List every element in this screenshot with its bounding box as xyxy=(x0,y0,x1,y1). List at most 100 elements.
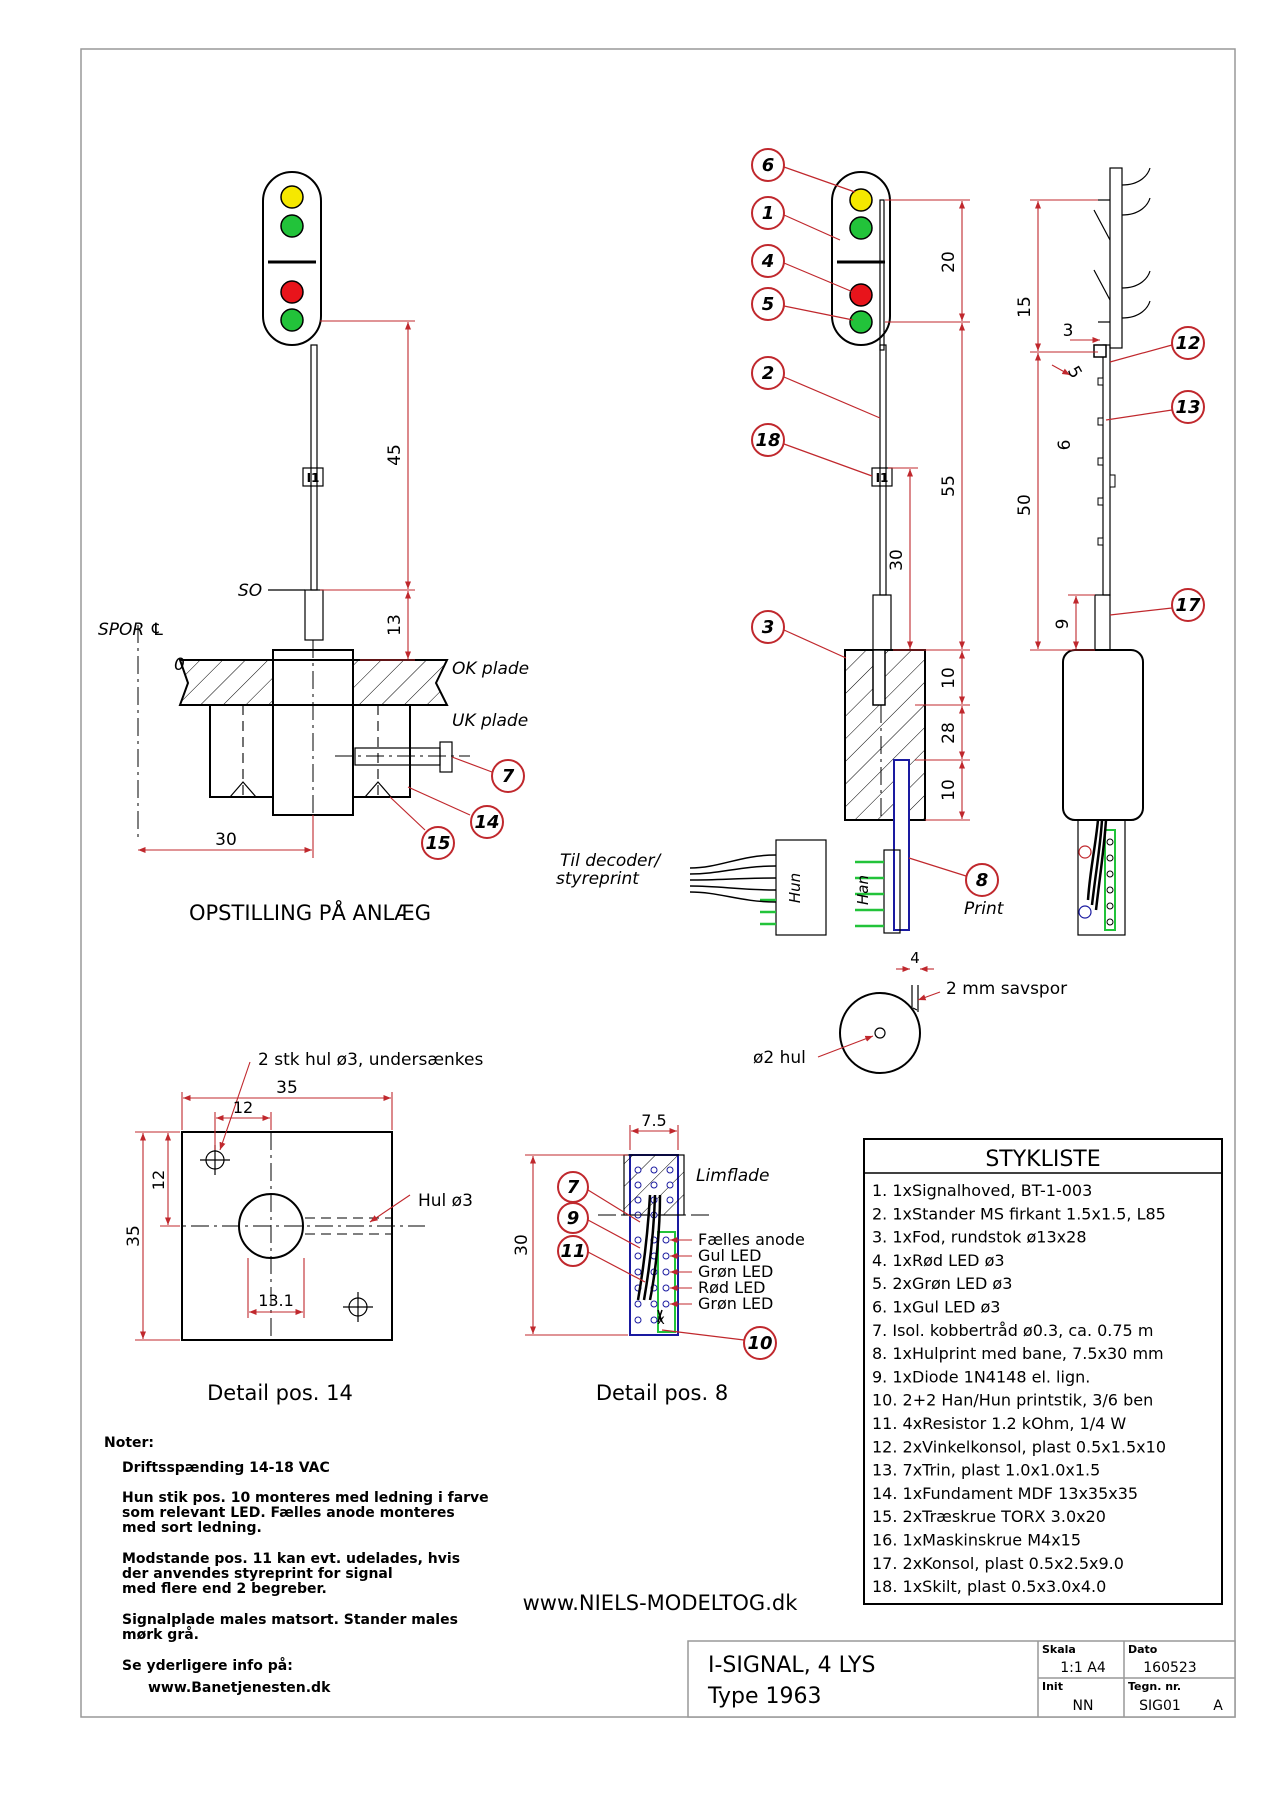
red-led-mid xyxy=(849,283,873,307)
parts-list-item: 9. 1xDiode 1N4148 el. lign. xyxy=(872,1367,1090,1386)
drawing-no-label: Tegn. nr. xyxy=(1128,1680,1181,1693)
note-1: Driftsspænding 14-18 VAC xyxy=(122,1460,330,1476)
hole3-label: Hul ø3 xyxy=(418,1191,473,1211)
dim-15: 15 xyxy=(1015,296,1035,318)
green-led-label-2: Grøn LED xyxy=(698,1294,773,1313)
dim-55: 55 xyxy=(939,475,959,497)
foot-section-view: 4 2 mm savspor ø2 hul xyxy=(753,949,1067,1074)
scale-label: Skala xyxy=(1042,1643,1076,1656)
han-connector xyxy=(883,849,901,934)
callout-17: 17 xyxy=(1175,595,1201,616)
dim-3: 3 xyxy=(1063,321,1074,341)
dim-30-mid: 30 xyxy=(887,549,907,571)
parts-list-item: 13. 7xTrin, plast 1.0x1.0x1.5 xyxy=(872,1461,1100,1480)
han-label: Han xyxy=(854,875,872,905)
parts-list-item: 18. 1xSkilt, plast 0.5x3.0x4.0 xyxy=(872,1577,1106,1596)
dim-20: 20 xyxy=(939,251,959,273)
detail-8-title: Detail pos. 8 xyxy=(596,1381,728,1405)
dim-13-1: 13.1 xyxy=(258,1291,294,1310)
dim-45: 45 xyxy=(385,444,405,466)
note-3a: Modstande pos. 11 kan evt. udelades, hvi… xyxy=(122,1551,460,1567)
note-4a: Signalplade males matsort. Stander males xyxy=(122,1612,458,1628)
x-mark: x xyxy=(657,1313,665,1328)
dim-30-left: 30 xyxy=(215,830,237,850)
parts-list-item: 3. 1xFod, rundstok ø13x28 xyxy=(872,1228,1087,1247)
dim-6: 6 xyxy=(1055,440,1075,451)
setup-title: OPSTILLING PÅ ANLÆG xyxy=(189,899,431,925)
note-5a: Se yderligere info på: xyxy=(122,1657,293,1674)
detail-8-view: x Limflade Fælles anode Gul LED Grøn LED… xyxy=(512,1111,805,1405)
signal-head-mid xyxy=(831,171,891,346)
dim-4: 4 xyxy=(910,949,920,967)
note-2b: som relevant LED. Fælles anode monteres xyxy=(122,1505,455,1521)
notes-heading: Noter: xyxy=(104,1435,154,1451)
dim-28: 28 xyxy=(939,722,959,744)
callout-10: 10 xyxy=(747,1333,772,1354)
green-led-left-bottom xyxy=(280,308,304,332)
decoder-label-2: styreprint xyxy=(556,869,640,889)
callout-16: 7 xyxy=(502,766,515,787)
parts-list-item: 2. 1xStander MS firkant 1.5x1.5, L85 xyxy=(872,1204,1166,1223)
setup-view: I1 SPOR ℄ 0 SO OK plade UK plade 45 1 xyxy=(98,171,529,925)
note-4b: mørk grå. xyxy=(122,1626,199,1643)
callout-1: 1 xyxy=(762,203,775,224)
parts-list-item: 8. 1xHulprint med bane, 7.5x30 mm xyxy=(872,1344,1164,1363)
print-board-mid xyxy=(893,759,910,931)
scale-value: 1:1 A4 xyxy=(1060,1660,1106,1676)
common-anode-label: Fælles anode xyxy=(698,1230,805,1249)
callout-6: 6 xyxy=(762,155,775,176)
signal-front-view: I1 Han Hun Til decoder/ xyxy=(556,148,1005,936)
sign-left xyxy=(302,467,324,487)
holes-note: 2 stk hul ø3, undersænkes xyxy=(258,1050,484,1070)
hun-connector xyxy=(775,839,827,936)
parts-list-item: 12. 2xVinkelkonsol, plast 0.5x1.5x10 xyxy=(872,1437,1166,1456)
callout-8: 8 xyxy=(976,870,989,891)
parts-list-item: 6. 1xGul LED ø3 xyxy=(872,1298,1000,1317)
decoder-label-1: Til decoder/ xyxy=(560,851,662,871)
hole2-label: ø2 hul xyxy=(753,1048,806,1068)
parts-list-heading: STYKLISTE xyxy=(985,1147,1100,1172)
note-2a: Hun stik pos. 10 monteres med ledning i … xyxy=(122,1490,489,1506)
title-block: I-SIGNAL, 4 LYS Type 1963 Skala 1:1 A4 D… xyxy=(687,1640,1236,1718)
foundation-plate xyxy=(181,1131,393,1341)
dim-35-top: 35 xyxy=(276,1078,298,1098)
parts-list-item: 4. 1xRød LED ø3 xyxy=(872,1251,1005,1270)
callout-2: 2 xyxy=(762,363,775,384)
website: www.NIELS-MODELTOG.dk xyxy=(523,1591,799,1615)
signal-side-view: 15 3 5 6 50 9 12 13 17 xyxy=(1015,167,1205,936)
bottom-plate-label: UK plade xyxy=(452,711,528,731)
mast-mid xyxy=(879,344,887,596)
note-3b: der anvendes styreprint for signal xyxy=(122,1566,393,1582)
callout-9: 9 xyxy=(567,1208,580,1229)
so-label: SO xyxy=(238,581,262,601)
glue-face-label: Limflade xyxy=(696,1166,769,1186)
dim-7-5: 7.5 xyxy=(641,1111,666,1130)
parts-list-item: 17. 2xKonsol, plast 0.5x2.5x9.0 xyxy=(872,1554,1124,1573)
parts-list-item: 5. 2xGrøn LED ø3 xyxy=(872,1274,1012,1293)
parts-list-item: 11. 4xResistor 1.2 kOhm, 1/4 W xyxy=(872,1414,1126,1433)
init-value: NN xyxy=(1073,1698,1094,1714)
parts-list-frame xyxy=(863,1138,1223,1605)
parts-list-item: 7. Isol. kobbertråd ø0.3, ca. 0.75 m xyxy=(872,1321,1153,1340)
drawing-no-value: SIG01 xyxy=(1139,1698,1181,1714)
yellow-led-left xyxy=(280,185,304,209)
dim-35-left: 35 xyxy=(124,1225,144,1247)
zero-label: 0 xyxy=(174,655,185,675)
dim-13: 13 xyxy=(385,614,405,636)
callout-11: 11 xyxy=(560,1241,585,1262)
callout-14: 14 xyxy=(474,812,499,833)
green-led-mid-top xyxy=(849,216,873,240)
hun-label: Hun xyxy=(786,873,804,903)
sheet-frame xyxy=(80,48,1236,1718)
red-led-label: Rød LED xyxy=(698,1278,766,1297)
note-3c: med flere end 2 begreber. xyxy=(122,1581,327,1597)
mast-side xyxy=(1102,344,1111,596)
dim-10-a: 10 xyxy=(939,667,959,689)
title-line-2: Type 1963 xyxy=(707,1684,822,1709)
callout-4: 4 xyxy=(761,251,775,272)
foot-side xyxy=(1062,649,1144,821)
yellow-led-mid xyxy=(849,188,873,212)
sign-text-mid: I1 xyxy=(876,471,889,485)
dim-10-b: 10 xyxy=(939,779,959,801)
date-value: 160523 xyxy=(1143,1660,1196,1676)
